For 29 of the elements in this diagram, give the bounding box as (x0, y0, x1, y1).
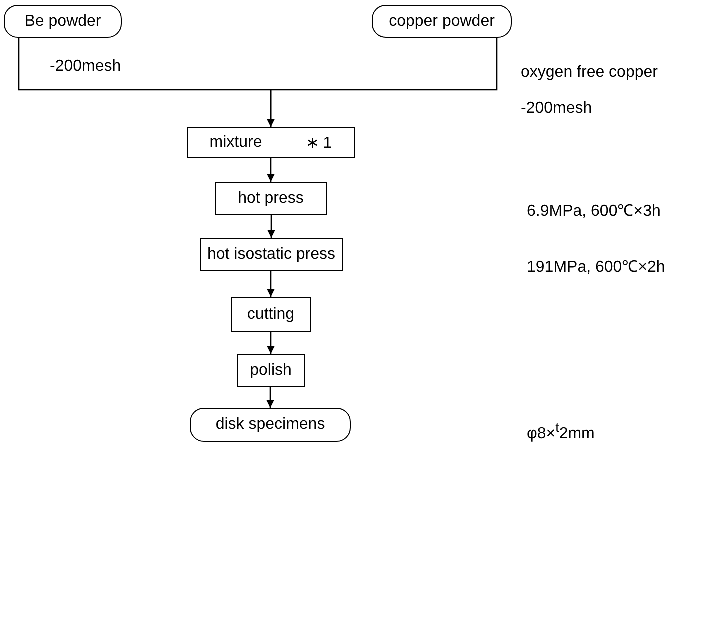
annotation: -200mesh (521, 100, 592, 118)
node-label: Be powder (24, 12, 102, 30)
annotation: -200mesh (50, 58, 122, 76)
arrow (267, 332, 275, 354)
process-box (237, 354, 305, 387)
annotation: oxygen free copper (521, 64, 658, 82)
node-label: copper powder (389, 12, 495, 30)
terminal-box (372, 5, 512, 38)
node-label: polish (250, 362, 292, 380)
node-label: ∗ 1 (306, 134, 332, 152)
terminal-box (4, 5, 122, 38)
process-box (215, 182, 327, 215)
arrow (267, 158, 275, 182)
node-label: disk specimens (216, 416, 326, 434)
annotation: 191MPa, 600℃×2h (527, 258, 666, 277)
node-label: hot press (238, 190, 304, 208)
process-box (187, 127, 355, 158)
arrow (267, 38, 498, 127)
annotation: φ8×$^{t}$2mm (527, 420, 595, 444)
process-box (200, 238, 343, 271)
terminal-box (190, 408, 351, 442)
arrow (266, 387, 274, 408)
node-label: hot isostatic press (207, 246, 336, 264)
arrow (268, 215, 276, 238)
node-label: cutting (247, 306, 295, 324)
annotation: 6.9MPa, 600℃×3h (527, 202, 661, 221)
process-box (231, 297, 311, 332)
arrow (267, 271, 275, 297)
node-label: mixture (210, 134, 262, 152)
